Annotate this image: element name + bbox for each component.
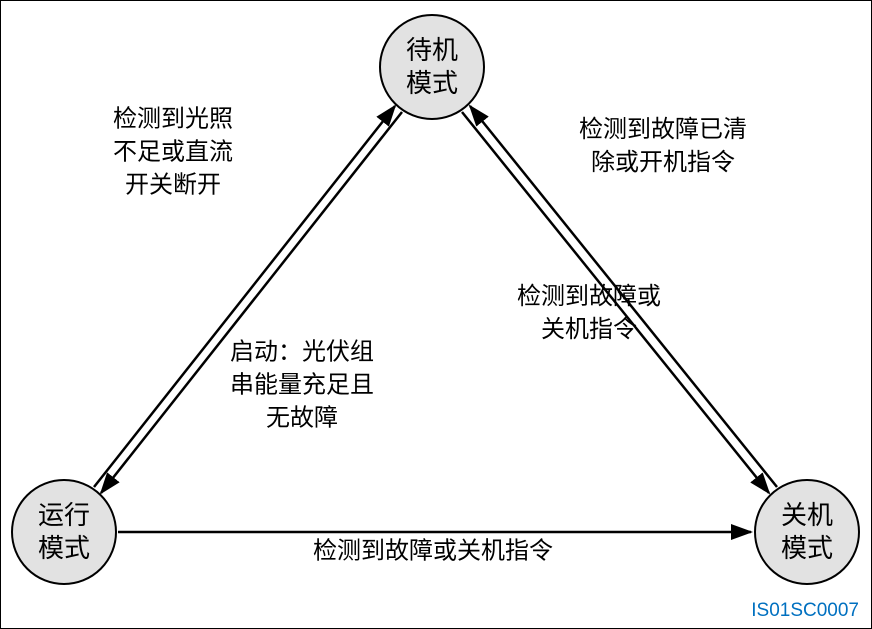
figure-id: IS01SC0007 xyxy=(751,600,859,621)
edge-label-standby-to-running: 启动：光伏组 串能量充足且 无故障 xyxy=(230,339,374,432)
edge-label-standby-to-shutdown: 检测到故障或 关机指令 xyxy=(517,283,661,343)
edge-label-shutdown-to-standby: 检测到故障已清 除或开机指令 xyxy=(579,116,747,176)
node-shutdown-circle xyxy=(754,479,860,585)
arrow-standby-to-shutdown xyxy=(461,111,771,495)
node-running-circle xyxy=(11,479,117,585)
node-standby-label: 待机 模式 xyxy=(405,35,459,98)
node-standby-circle xyxy=(379,14,485,120)
arrow-shutdown-to-standby xyxy=(468,104,778,488)
arrow-running-to-standby xyxy=(93,104,397,488)
arrow-standby-to-running xyxy=(99,111,403,495)
edge-label-running-to-shutdown: 检测到故障或关机指令 xyxy=(313,538,553,565)
node-shutdown-label: 关机 模式 xyxy=(780,500,834,563)
edge-label-running-to-standby: 检测到光照 不足或直流 开关断开 xyxy=(113,106,233,199)
node-running-label: 运行 模式 xyxy=(37,500,91,563)
